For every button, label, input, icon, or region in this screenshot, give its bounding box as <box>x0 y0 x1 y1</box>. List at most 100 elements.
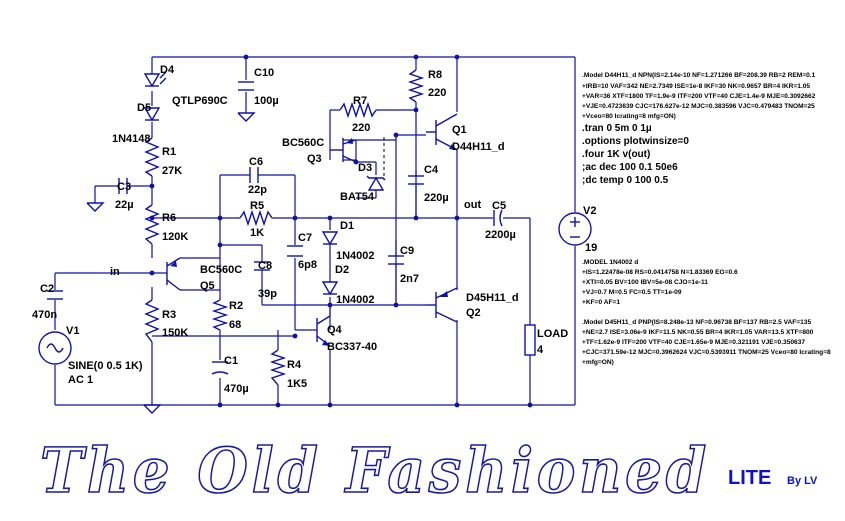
label-r1-ref: R1 <box>162 146 176 158</box>
capacitor-c7[interactable] <box>287 245 303 257</box>
label-v1-value1: SINE(0 0.5 1K) <box>68 360 143 372</box>
model-q2-block: .Model D45H11_d PNP(IS=8.248e-13 NF=0.96… <box>582 319 831 366</box>
label-q2-ref: Q2 <box>466 307 481 319</box>
transistor-q2[interactable] <box>425 287 458 323</box>
component-labels: D4 QTLP690C D5 1N4148 R1 27K C3 22µ C10 … <box>32 64 597 395</box>
label-net-out: out <box>464 199 481 211</box>
label-d4-value: QTLP690C <box>172 95 228 107</box>
resistor-r7[interactable] <box>339 101 377 119</box>
label-r7-value: 220 <box>352 122 370 134</box>
ground-c10 <box>237 112 256 122</box>
model-q1-block: .Model D44H11_d NPN(IS=2.14e-10 NF=1.271… <box>582 72 816 120</box>
label-q3-value: BC560C <box>282 137 324 149</box>
banner-author: By LV <box>787 475 818 487</box>
label-c3-value: 22µ <box>115 199 134 211</box>
label-r7-ref: R7 <box>353 95 367 107</box>
label-c7-value: 6p8 <box>298 259 317 271</box>
label-c9-value: 2n7 <box>400 273 419 285</box>
led-d4[interactable] <box>143 71 167 88</box>
capacitor-c9[interactable] <box>388 255 404 265</box>
label-c8-ref: C8 <box>258 260 272 272</box>
model-q1-line: .Model D44H11_d NPN(IS=2.14e-10 NF=1.271… <box>582 72 816 79</box>
label-c2-ref: C2 <box>40 283 54 295</box>
resistor-r5[interactable] <box>239 209 273 227</box>
capacitor-c5[interactable] <box>493 209 503 227</box>
label-q1-ref: Q1 <box>452 124 467 136</box>
label-r6-ref: R6 <box>162 212 176 224</box>
diode-d2[interactable] <box>321 281 339 296</box>
label-r8-value: 220 <box>428 87 446 99</box>
model-q2-line: .Model D45H11_d PNP(IS=8.248e-13 NF=0.96… <box>582 319 811 326</box>
resistor-r6[interactable] <box>144 204 160 245</box>
capacitor-c6[interactable] <box>249 167 259 183</box>
label-r3-ref: R3 <box>162 309 176 321</box>
transistor-q5[interactable] <box>166 257 181 291</box>
resistor-load[interactable] <box>524 324 536 356</box>
model-q2-line: +CJC=371.59e-12 MJC=0.3962624 VJC=0.5393… <box>582 349 831 356</box>
label-c4-value: 220µ <box>424 192 449 204</box>
resistor-r2[interactable] <box>211 299 229 331</box>
label-d4-ref: D4 <box>160 64 175 76</box>
label-load-ref: LOAD <box>537 328 568 340</box>
capacitor-c8[interactable] <box>254 261 270 271</box>
capacitor-c2[interactable] <box>47 290 63 300</box>
label-r1-value: 27K <box>162 165 182 177</box>
label-v2-value: 19 <box>585 242 597 254</box>
model-q2-line: +TF=1.62e-9 ITF=200 VTF=40 CJE=1.65e-9 M… <box>582 339 805 346</box>
model-q1-line: +VJE=0.4723639 CJC=176.627e-12 MJC=0.383… <box>582 103 815 110</box>
label-d2-value: 1N4002 <box>336 294 375 306</box>
label-v1-value2: AC 1 <box>68 374 93 386</box>
model-diode-line: +KF=0 AF=1 <box>582 299 620 306</box>
label-c5-value: 2200µ <box>485 229 516 241</box>
capacitor-c3[interactable] <box>118 178 128 194</box>
label-c5-ref: C5 <box>492 200 506 212</box>
ground-c3 <box>86 202 105 212</box>
label-c4-ref: C4 <box>424 164 439 176</box>
label-c6-value: 22p <box>248 184 267 196</box>
label-c1-value: 470µ <box>224 383 249 395</box>
model-diode-block: .MODEL 1N4002 d +IS=1.22478e-08 RS=0.041… <box>582 259 738 306</box>
label-load-value: 4 <box>537 344 544 356</box>
transistor-q3[interactable] <box>330 138 357 163</box>
resistor-r1[interactable] <box>144 137 160 177</box>
label-d2-ref: D2 <box>335 264 349 276</box>
label-r5-ref: R5 <box>250 200 264 212</box>
source-v1[interactable] <box>38 331 72 365</box>
transistor-q1[interactable] <box>426 113 458 151</box>
resistor-r8[interactable] <box>407 69 425 103</box>
directive-line: ;ac dec 100 0.1 50e6 <box>582 162 678 173</box>
label-r2-value: 68 <box>229 319 241 331</box>
label-c6-ref: C6 <box>249 156 263 168</box>
label-d5-ref: D5 <box>137 102 151 114</box>
model-diode-line: +XTI=0.05 BV=100 IBV=5e-08 CJO=1e-11 <box>582 279 708 286</box>
label-q4-value: BC337-40 <box>327 341 377 353</box>
resistor-r4[interactable] <box>269 349 287 386</box>
diode-d1[interactable] <box>321 231 339 246</box>
label-v1-ref: V1 <box>66 325 79 337</box>
diode-d3[interactable] <box>366 175 386 191</box>
model-diode-line: +IS=1.22478e-08 RS=0.0414758 N=1.83369 E… <box>582 269 738 276</box>
capacitor-c10[interactable] <box>238 81 254 91</box>
resistor-r3[interactable] <box>144 299 160 343</box>
model-q2-line: +NE=2.7 ISE=3.06e-9 IKF=11.5 NK=0.55 BR=… <box>582 329 814 336</box>
transistor-q4[interactable] <box>316 315 331 347</box>
diode-d5[interactable] <box>143 107 161 122</box>
label-c3-ref: C3 <box>117 181 131 193</box>
capacitor-c1[interactable] <box>211 361 229 375</box>
model-q2-line: +mfg=ON) <box>582 359 614 366</box>
label-c8-value: 39p <box>258 288 277 300</box>
label-q3-ref: Q3 <box>307 153 322 165</box>
label-d5-value: 1N4148 <box>112 133 151 145</box>
source-v2[interactable] <box>558 212 592 246</box>
banner-edition: LITE <box>728 467 771 489</box>
ground-main <box>143 404 162 414</box>
directive-line: .four 1K v(out) <box>582 149 650 160</box>
label-c10-ref: C10 <box>254 67 274 79</box>
label-v2-ref: V2 <box>583 205 596 217</box>
model-q1-line: +Vceo=80 Icrating=8 mfg=ON) <box>582 113 676 120</box>
label-r8-ref: R8 <box>428 69 442 81</box>
label-r6-value: 120K <box>162 231 188 243</box>
label-q5-value: BC560C <box>200 264 242 276</box>
model-q1-line: +IRB=10 VAF=342 NE=2.7349 ISE=1e-8 IKF=3… <box>582 83 810 90</box>
label-c1-ref: C1 <box>224 355 238 367</box>
